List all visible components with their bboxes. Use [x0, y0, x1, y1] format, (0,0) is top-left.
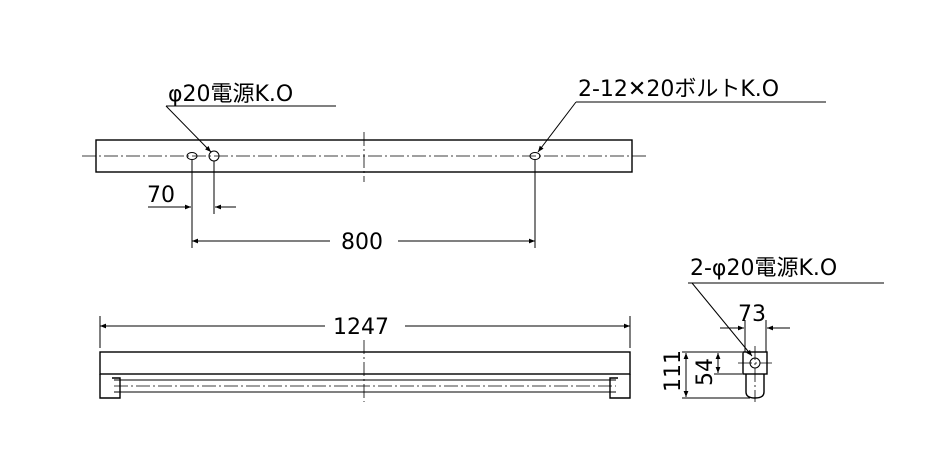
front-body-outline — [99, 351, 631, 375]
bolt-slot-left — [186, 152, 198, 160]
dimension-54: 54 — [693, 351, 742, 386]
dimension-73-label: 73 — [738, 302, 766, 327]
side-lamp-profile — [745, 374, 765, 399]
side-callout-label: 2-φ20電源K.O — [690, 256, 837, 281]
dimension-1247-label: 1247 — [333, 315, 389, 340]
bolt-slot-right — [529, 152, 541, 160]
dimension-800: 800 — [192, 160, 536, 255]
dimension-800-label: 800 — [341, 230, 383, 255]
top-view: φ20電源K.O 2-12✕20ボルトK.O 70 800 — [82, 77, 826, 255]
dimension-73: 73 — [720, 302, 790, 352]
dimension-70: 70 — [147, 160, 236, 248]
socket-right — [609, 374, 631, 399]
front-view: 1247 — [99, 315, 631, 402]
side-callout: 2-φ20電源K.O — [688, 256, 884, 357]
callout-right-label: 2-12✕20ボルトK.O — [578, 77, 779, 102]
dimension-70-label: 70 — [147, 183, 175, 208]
socket-left — [99, 374, 121, 399]
callout-left: φ20電源K.O — [165, 82, 336, 153]
callout-right: 2-12✕20ボルトK.O — [537, 77, 826, 153]
dimension-54-label: 54 — [693, 358, 718, 386]
callout-left-label: φ20電源K.O — [168, 82, 293, 107]
dimension-1247: 1247 — [99, 315, 631, 348]
side-view: 2-φ20電源K.O 73 54 — [661, 256, 884, 402]
dimension-111-label: 111 — [661, 350, 686, 392]
dimension-111: 111 — [661, 350, 750, 399]
